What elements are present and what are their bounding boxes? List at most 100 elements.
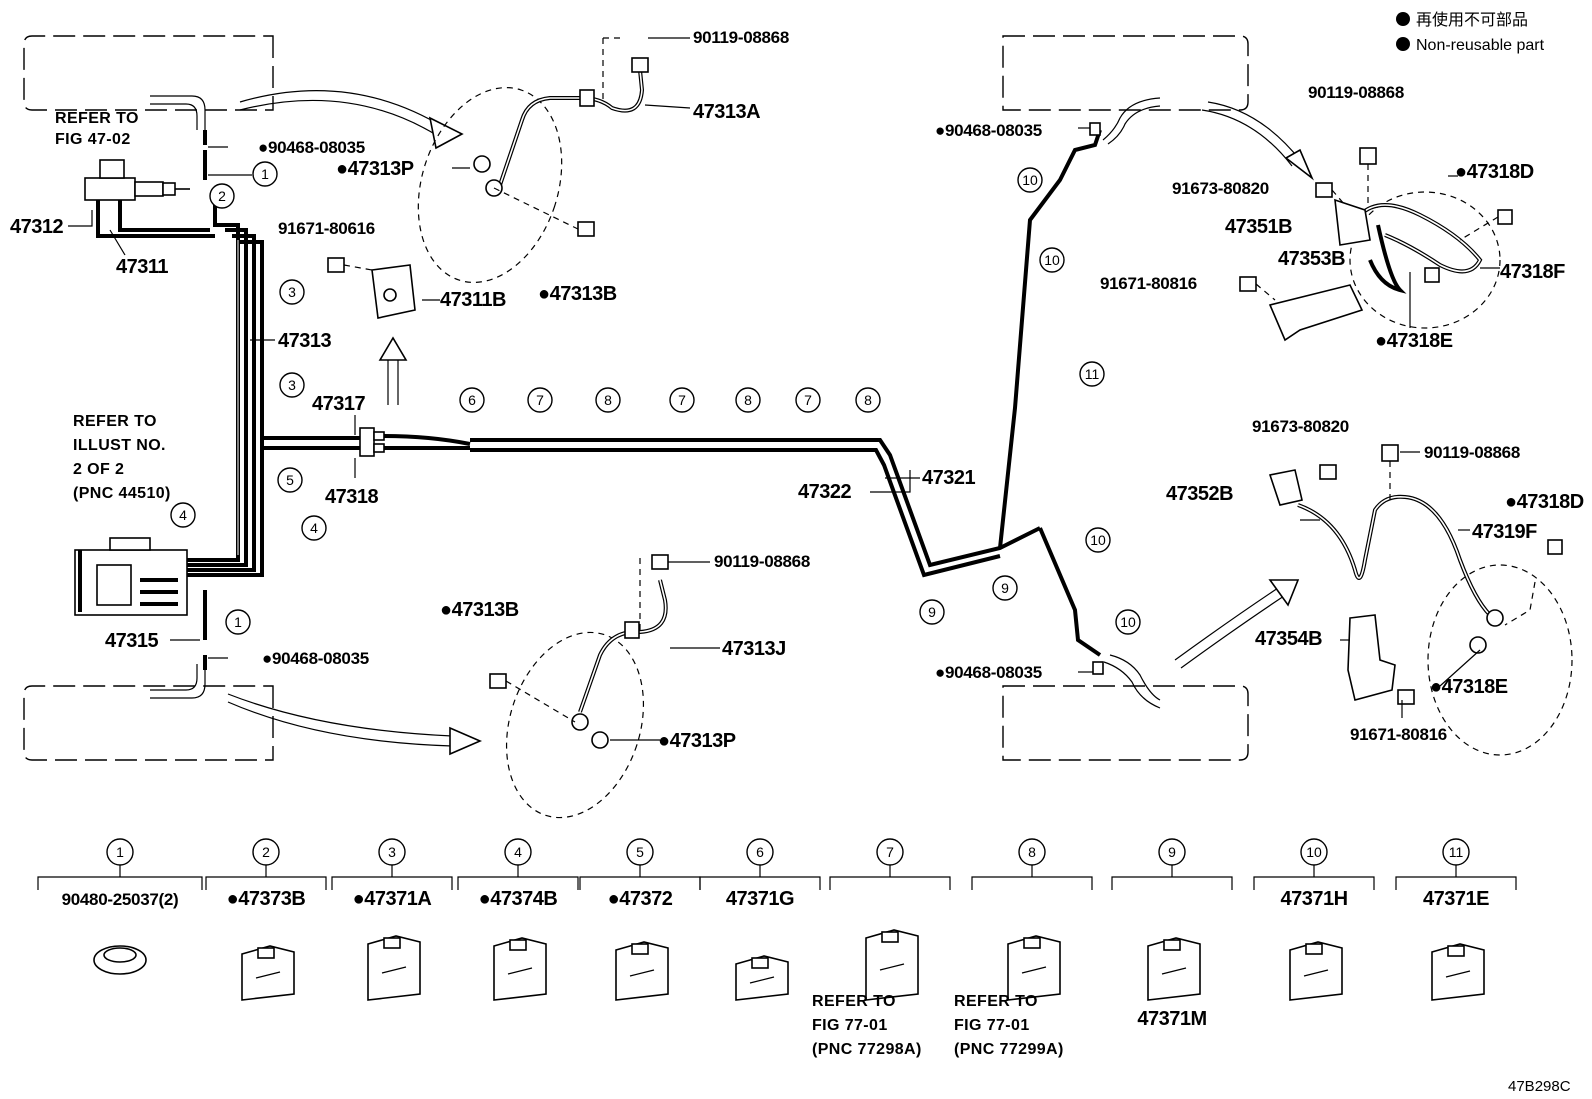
clamp-part-number: 5 [636,844,644,860]
legend-en: Non-reusable part [1416,37,1545,54]
ref-illust-line: ILLUST NO. [73,437,166,454]
legend-dot-icon [1396,37,1410,51]
callout-47315: 47315 [105,630,158,652]
clamp-marker-number: 10 [1090,532,1106,548]
callout-90468-08035: ●90468-08035 [262,649,369,668]
callout-47318D: ●47318D [1455,161,1534,183]
callout-47313P: ●47313P [658,730,736,752]
callout-90468-08035: ●90468-08035 [935,663,1042,682]
clamp-part-label: 47371H [1280,888,1347,910]
clamp-marker: 7 [795,387,821,413]
callout-47313: 47313 [278,330,331,352]
clip-47311B [327,257,416,319]
clamp-part-number: 2 [262,844,270,860]
clamp-marker-number: 9 [928,604,936,620]
clamp-marker: 10 [1115,609,1141,635]
callout-47321: 47321 [922,467,975,489]
clamp-part-ref-line: (PNC 77298A) [812,1041,922,1058]
twin-pipes-47321-47322 [470,129,1102,657]
callout-47313B: ●47313B [440,599,519,621]
clamp-part-number: 8 [1028,844,1036,860]
clamp-marker-number: 10 [1120,614,1136,630]
clamp-part-6: 6 47371G [699,838,821,1001]
callout-90119-08868: 90119-08868 [1308,83,1404,102]
clamp-part-9: 9 47371M [1111,838,1233,1030]
callout-90119-08868: 90119-08868 [1424,443,1520,462]
clamp-part-number: 11 [1449,844,1464,860]
clamp-part-number: 9 [1168,844,1176,860]
callout-47354B: 47354B [1255,628,1322,650]
clamp-part-5: 5 ●47372 [579,838,701,1001]
clamp-part-number: 6 [756,844,764,860]
clamp-part-ref-line: REFER TO [812,993,896,1010]
callout-47322: 47322 [798,481,851,503]
clamp-marker: 3 [279,279,305,305]
rear-left-area [23,685,274,761]
ref-illust-line: (PNC 44510) [73,485,171,502]
connector-47318 [359,427,471,457]
clamp-part-label: 90480-25037(2) [62,890,179,909]
direction-arrows [227,90,1314,756]
clamp-part-ref-line: REFER TO [954,993,1038,1010]
clamp-parts-table: 190480-25037(2)2●47373B3●47371A4●47374B5… [37,838,1517,1058]
rear-right-area [1002,685,1249,761]
clamp-marker-number: 10 [1022,172,1038,188]
clamp-marker-number: 8 [744,392,752,408]
callout-47318F: 47318F [1500,261,1565,283]
drawing-code: 47B298C [1508,1078,1571,1095]
clamp-marker: 2 [209,183,235,209]
clamp-marker: 1 [252,161,278,187]
clamp-part-label: 47371M [1137,1008,1206,1030]
callout-47318E: ●47318E [1375,330,1453,352]
clamp-part-label: 47371G [726,888,794,910]
callout-47317: 47317 [312,393,365,415]
clamp-marker: 4 [301,515,327,541]
clamp-marker-number: 1 [234,614,242,630]
clamp-part-number: 7 [886,844,894,860]
callout-47311: 47311 [116,256,168,278]
detail-rear-right [1268,444,1573,756]
callout-47351B: 47351B [1225,216,1292,238]
callout-47318: 47318 [325,486,378,508]
clamp-marker-number: 7 [678,392,686,408]
clamp-marker-number: 6 [468,392,476,408]
clamp-part-3: 3●47371A [331,838,453,1001]
refer-notes: REFER TO FIG 47-02 REFER TO ILLUST NO. 2… [55,110,171,502]
callout-91671-80816: 91671-80816 [1100,274,1197,293]
clamp-marker: 5 [277,467,303,493]
clamp-part-label: ●47372 [608,888,673,910]
clamp-marker-number: 1 [261,166,269,182]
clamp-marker-number: 2 [218,188,226,204]
clamp-marker: 11 [1079,361,1105,387]
clamp-marker-number: 7 [804,392,812,408]
callout-91671-80816: 91671-80816 [1350,725,1447,744]
clamp-marker-number: 4 [179,507,187,523]
pipe-ends-left [150,95,206,699]
hose-detail-front-left [417,37,649,283]
callout-91671-80616: 91671-80616 [278,219,375,238]
clamp-marker-number: 3 [288,377,296,393]
legend-dot-icon [1396,12,1410,26]
callout-91673-80820: 91673-80820 [1252,417,1349,436]
clamp-marker: 3 [279,372,305,398]
legend: 再使用不可部品 Non-reusable part [1396,11,1545,54]
detail-front-right [1239,147,1513,342]
clamp-part-number: 1 [116,844,124,860]
clamp-marker: 1 [225,609,251,635]
clamp-part-ref-line: FIG 77-01 [812,1017,888,1034]
ref-fig-47-02-line: REFER TO [55,110,139,127]
front-left-area [23,35,274,111]
clamp-part-4: 4●47374B [457,838,579,1001]
clamp-marker-number: 7 [536,392,544,408]
callout-47313P: ●47313P [336,158,414,180]
callout-90119-08868: 90119-08868 [693,28,789,47]
callout-47312: 47312 [10,216,63,238]
clamp-marker: 4 [170,502,196,528]
callout-47319F: 47319F [1472,521,1537,543]
